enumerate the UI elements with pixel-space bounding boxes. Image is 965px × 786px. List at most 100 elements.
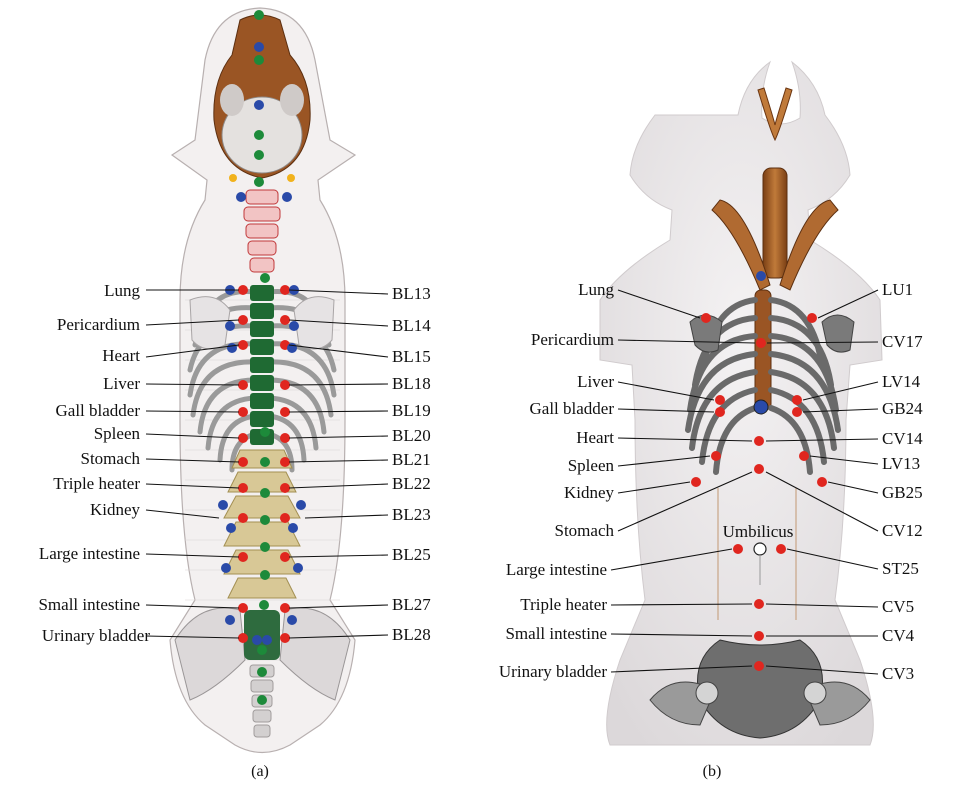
- label-a-stomach: Stomach: [81, 449, 141, 468]
- acupoint-red: [238, 483, 248, 493]
- acupoint-blue: [225, 615, 235, 625]
- label-b-stomach: Stomach: [555, 521, 615, 540]
- caption-b: (b): [703, 763, 722, 780]
- label-b-lung: Lung: [578, 280, 614, 299]
- label-a-urinary-bladder: Urinary bladder: [42, 626, 150, 645]
- acupoint-blue: [282, 192, 292, 202]
- acupoint-red: [754, 631, 764, 641]
- label-a-spleen: Spleen: [94, 424, 141, 443]
- panel-b-xiphoid-point: [754, 400, 768, 414]
- panel-a-eye-right: [280, 84, 304, 116]
- acupoint-green: [260, 570, 270, 580]
- acupoint-red: [754, 464, 764, 474]
- acupoint-red: [807, 313, 817, 323]
- acupoint-blue: [236, 192, 246, 202]
- acupoint-red: [238, 407, 248, 417]
- acupoint-red: [238, 552, 248, 562]
- acupoint-red: [280, 380, 290, 390]
- acupoint-blue: [289, 321, 299, 331]
- label-a-triple-heater: Triple heater: [53, 474, 140, 493]
- acupoint-red: [238, 315, 248, 325]
- panel-b-trachea: [763, 168, 787, 278]
- label-b-lv14: LV14: [882, 372, 921, 391]
- label-b-large-intestine: Large intestine: [506, 560, 607, 579]
- label-b-gb24: GB24: [882, 399, 923, 418]
- acupoint-blue: [254, 42, 264, 52]
- acupoint-blue: [287, 343, 297, 353]
- acupoint-red: [238, 433, 248, 443]
- acupoint-red: [715, 407, 725, 417]
- caption-a: (a): [251, 763, 269, 780]
- acupoint-red: [711, 451, 721, 461]
- panel-a-marker: [229, 174, 237, 182]
- label-b-cv14: CV14: [882, 429, 923, 448]
- label-b-urinary-bladder: Urinary bladder: [499, 662, 607, 681]
- acupoint-red: [238, 513, 248, 523]
- acupoint-red: [756, 338, 766, 348]
- acupoint-red: [280, 407, 290, 417]
- label-a-gall-bladder: Gall bladder: [56, 401, 141, 420]
- label-a-lung: Lung: [104, 281, 140, 300]
- acupoint-red: [238, 340, 248, 350]
- acupoint-red: [280, 552, 290, 562]
- label-a-bl13: BL13: [392, 284, 431, 303]
- label-b-cv17: CV17: [882, 332, 923, 351]
- acupoint-green: [260, 273, 270, 283]
- label-b-cv5: CV5: [882, 597, 914, 616]
- label-a-kidney: Kidney: [90, 500, 141, 519]
- label-a-bl27: BL27: [392, 595, 431, 614]
- acupoint-red: [754, 436, 764, 446]
- panel-b-hip-joint: [804, 682, 826, 704]
- acupoint-red: [280, 513, 290, 523]
- acupoint-blue: [218, 500, 228, 510]
- acupoint-red: [715, 395, 725, 405]
- acupoint-red: [691, 477, 701, 487]
- panel-b-blue-point: [756, 271, 766, 281]
- panel-a-eye-left: [220, 84, 244, 116]
- label-b-cv3: CV3: [882, 664, 914, 683]
- acupoint-blue: [226, 523, 236, 533]
- acupoint-green: [260, 427, 270, 437]
- label-a-bl18: BL18: [392, 374, 431, 393]
- acupoint-red: [701, 313, 711, 323]
- acupoint-blue: [254, 100, 264, 110]
- label-a-bl28: BL28: [392, 625, 431, 644]
- label-b-triple-heater: Triple heater: [520, 595, 607, 614]
- label-b-cv12: CV12: [882, 521, 923, 540]
- acupoint-red: [280, 433, 290, 443]
- acupoint-red: [792, 407, 802, 417]
- label-a-small-intestine: Small intestine: [38, 595, 140, 614]
- umbilicus-marker: [754, 543, 766, 555]
- label-a-heart: Heart: [102, 346, 140, 365]
- acupoint-green: [254, 55, 264, 65]
- acupoint-blue: [293, 563, 303, 573]
- label-b-lv13: LV13: [882, 454, 920, 473]
- label-b-spleen: Spleen: [568, 456, 615, 475]
- acupoint-red: [238, 457, 248, 467]
- label-a-bl23: BL23: [392, 505, 431, 524]
- acupoint-green: [260, 488, 270, 498]
- acupoint-red: [733, 544, 743, 554]
- label-a-bl20: BL20: [392, 426, 431, 445]
- label-b-pericardium: Pericardium: [531, 330, 614, 349]
- label-b-liver: Liver: [577, 372, 614, 391]
- acupoint-red: [799, 451, 809, 461]
- acupoint-red: [238, 285, 248, 295]
- acupoint-green: [254, 10, 264, 20]
- panel-b-right-labels: LU1 CV17 LV14 GB24 CV14 LV13 GB25 CV12 S…: [882, 280, 923, 683]
- acupoint-blue: [287, 615, 297, 625]
- panel-a-left-labels: Lung Pericardium Heart Liver Gall bladde…: [38, 281, 150, 645]
- acupoint-blue: [296, 500, 306, 510]
- label-b-cv4: CV4: [882, 626, 915, 645]
- acupoint-blue: [225, 321, 235, 331]
- label-a-bl22: BL22: [392, 474, 431, 493]
- acupoint-red: [238, 633, 248, 643]
- label-a-bl21: BL21: [392, 450, 431, 469]
- label-b-small-intestine: Small intestine: [505, 624, 607, 643]
- acupoint-green: [257, 667, 267, 677]
- acupoint-green: [254, 130, 264, 140]
- panel-b-hip-joint: [696, 682, 718, 704]
- acupoint-red: [238, 603, 248, 613]
- acupoint-red: [754, 599, 764, 609]
- label-a-pericardium: Pericardium: [57, 315, 140, 334]
